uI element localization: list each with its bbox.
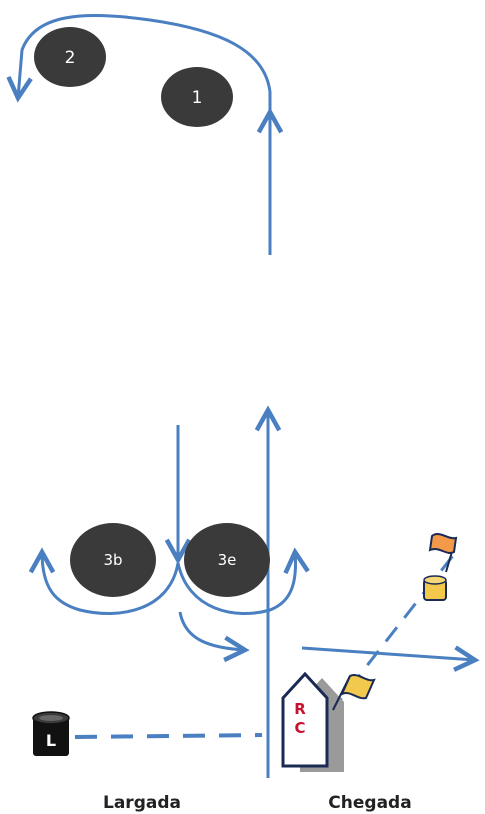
committee-boat-icon: R C	[281, 671, 344, 772]
finish-caption: Chegada	[328, 793, 411, 813]
start-line-dashed	[74, 733, 263, 739]
orange-flag-icon	[428, 533, 458, 573]
mark-3e: 3e	[184, 523, 270, 597]
upwind-leg-path	[18, 13, 272, 255]
mark-3b-label: 3b	[103, 551, 122, 569]
start-buoy-icon: L	[32, 711, 70, 756]
mark-2: 2	[34, 27, 106, 87]
to-finish-arrow	[178, 611, 245, 650]
committee-boat-c: C	[294, 719, 305, 737]
gate-arc-right	[176, 552, 296, 615]
mark-3e-label: 3e	[218, 551, 237, 569]
mark-3b: 3b	[70, 523, 156, 597]
finish-buoy-icon	[423, 575, 447, 601]
mark-2-label: 2	[65, 48, 76, 68]
mark-1-label: 1	[192, 88, 203, 108]
finish-leg-line	[301, 648, 475, 660]
start-buoy-label: L	[46, 731, 56, 750]
start-caption: Largada	[103, 793, 181, 813]
mark-1: 1	[161, 67, 233, 127]
gate-arc-left	[42, 552, 180, 615]
committee-boat-r: R	[294, 700, 306, 718]
yellow-flag-icon	[332, 674, 376, 711]
